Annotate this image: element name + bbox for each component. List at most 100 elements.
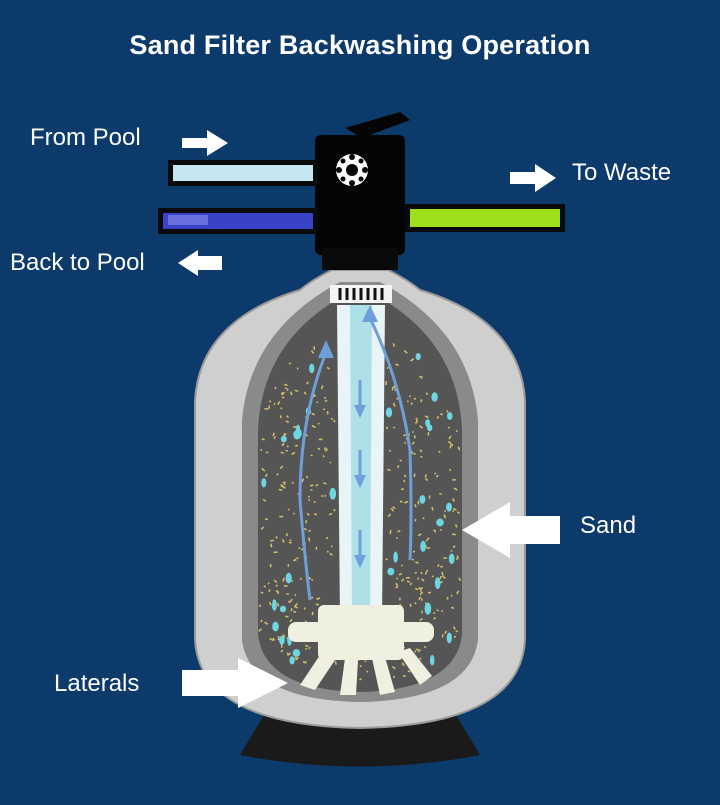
sand-grain [452,545,456,549]
sand-grain [457,446,461,451]
sand-grain [441,571,444,576]
sand-grain [456,590,460,595]
sand-grain [393,426,396,429]
sand-grain [274,387,277,389]
sand-grain [419,588,422,592]
sand-grain [420,456,423,458]
sand-grain [315,546,318,550]
sand-grain [286,593,289,595]
sand-grain [443,557,447,559]
sand-grain [397,529,401,533]
sand-grain [278,488,283,491]
water-particle [431,392,438,402]
water-particle [429,654,435,666]
sand-grain [311,578,314,581]
sand-grain [401,578,405,582]
sand-grain [280,407,283,410]
valve-neck [322,248,398,270]
sand-grain [449,468,452,471]
water-particle [415,353,421,361]
sand-grain [262,498,267,502]
sand-grain [287,600,291,604]
sand-grain [264,518,268,521]
sand-grain [413,473,416,478]
sand-grain [404,500,409,504]
sand-grain [326,550,329,553]
sand-grain [296,557,299,560]
sand-grain [324,396,326,399]
sand-grain [270,539,275,542]
sand-grain [296,367,299,370]
sand-grain [288,362,292,365]
sand-grain [399,500,403,503]
sand-grain [414,602,417,605]
sand-grain [386,366,389,370]
sand-grain [304,620,307,623]
water-particle [434,577,441,589]
sand-grain [439,492,442,495]
sand-grain [281,442,285,446]
sand-grain [395,582,399,587]
sand-grain [441,610,444,613]
sand-grain [303,391,307,395]
sand-grain [293,610,297,613]
sand-grain [425,392,429,396]
sand-grain [324,495,327,497]
sand-grain [299,578,302,580]
sand-grain [419,449,423,453]
water-particle [448,553,455,565]
sand-grain [260,526,264,531]
sand-grain [426,537,430,541]
sand-grain [289,598,293,603]
sand-grain [458,577,462,582]
sand-grain [442,575,446,579]
label-sand: Sand [580,512,637,539]
sand-grain [400,488,405,491]
sand-grain [273,551,278,554]
sand-grain [447,441,451,444]
sand-grain [418,586,421,589]
sand-grain [286,445,289,448]
sand-grain [447,426,450,429]
sand-grain [280,451,285,454]
sand-grain [267,582,270,585]
sand-grain [264,473,268,478]
sand-grain [289,539,292,542]
water-particle [425,419,431,427]
sand-grain [444,630,448,635]
sand-grain [412,550,416,553]
sand-grain [282,634,286,638]
sand-grain [419,657,422,660]
sand-grain [433,530,437,533]
sand-grain [272,432,275,437]
water-particle [272,621,279,632]
sand-grain [440,581,443,584]
sand-grain [424,572,427,575]
sand-grain [279,515,284,518]
water-particle [420,540,426,552]
sand-grain [328,512,333,516]
sand-grain [409,582,413,586]
sand-grain [294,594,297,597]
sand-grain [302,660,306,664]
sand-grain [288,541,292,544]
sand-grain [268,589,271,593]
arrow-from-pool [182,130,228,156]
sand-grain [323,482,327,485]
sand-grain [310,454,313,457]
sand-grain [364,660,367,663]
sand-grain [450,594,453,597]
sand-grain [316,597,321,601]
sand-grain [403,350,408,354]
sand-grain [419,425,424,429]
sand-grain [272,637,275,641]
water-particle [296,424,300,432]
sand-grain [425,569,429,574]
water-particle [329,487,337,500]
sand-grain [440,413,443,416]
sand-grain [411,441,415,445]
sand-grain [276,602,280,607]
sand-grain [448,435,452,440]
sand-grain [419,591,424,596]
